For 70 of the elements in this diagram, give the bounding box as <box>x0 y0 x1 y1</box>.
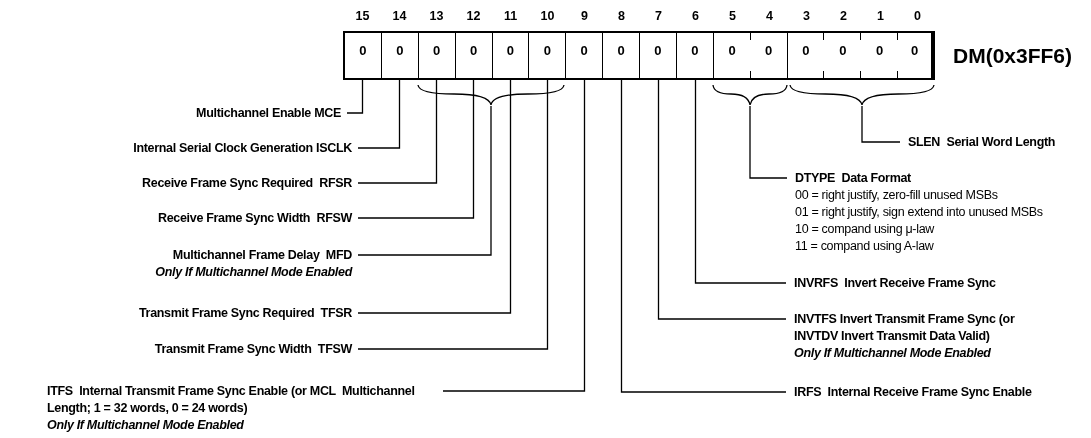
bit-cell: 0 <box>381 33 419 78</box>
leader-line <box>357 79 438 184</box>
leader-line <box>346 79 364 114</box>
bit-cell: 0 <box>566 33 604 78</box>
bit-number: 6 <box>691 8 700 24</box>
register-box <box>343 31 935 80</box>
bit-cell: 0 <box>750 33 788 78</box>
leader-line <box>357 79 401 149</box>
bit-cell: 0 <box>529 33 567 78</box>
curly-brace <box>712 84 788 106</box>
field-label: Transmit Frame Sync Width TFSW <box>153 341 352 358</box>
leader-line <box>357 79 475 219</box>
bit-number: 9 <box>580 8 589 24</box>
value-description: 00 = right justify, zero-fill unused MSBs <box>795 187 999 204</box>
field-label: DTYPE Data Format <box>795 170 912 187</box>
bit-cell: 0 <box>676 33 714 78</box>
field-label: Internal Serial Clock Generation ISCLK <box>132 140 352 157</box>
bit-number: 13 <box>428 8 445 24</box>
bit-number: 15 <box>354 8 371 24</box>
bit-cell: 0 <box>713 33 751 78</box>
curly-brace <box>789 84 935 106</box>
note-text: Only If Multichannel Mode Enabled <box>47 417 245 434</box>
bit-cell: 0 <box>603 33 640 78</box>
field-label: Receive Frame Sync Width RFSW <box>156 210 352 227</box>
field-label: SLEN Serial Word Length <box>908 134 1056 151</box>
bit-number: 5 <box>728 8 737 24</box>
curly-brace <box>417 84 565 106</box>
bit-cell: 0 <box>418 33 456 78</box>
bit-number: 2 <box>839 8 848 24</box>
bit-cell: 0 <box>787 33 825 78</box>
note-text: Only If Multichannel Mode Enabled <box>794 345 992 362</box>
field-label: Multichannel Frame Delay MFD <box>171 247 352 264</box>
bit-number: 4 <box>765 8 774 24</box>
value-description: 01 = right justify, sign extend into unused MSBs <box>795 204 1043 221</box>
bit-cell: 0 <box>861 33 899 78</box>
leader-line <box>694 79 787 284</box>
register-address: DM(0x3FF6) <box>953 44 1073 68</box>
bit-cell: 0 <box>455 33 493 78</box>
bit-number: 3 <box>802 8 811 24</box>
bit-cell: 0 <box>345 33 382 78</box>
leader-line <box>657 79 787 320</box>
leader-line <box>861 105 901 143</box>
field-label: IRFS Internal Receive Frame Sync Enable <box>794 384 1032 401</box>
field-label: Multichannel Enable MCE <box>195 105 341 122</box>
bit-number: 1 <box>876 8 885 24</box>
value-description: 11 = compand using A-law <box>795 238 935 255</box>
bit-cell: 0 <box>898 33 931 78</box>
leader-line <box>442 79 586 392</box>
field-label: Receive Frame Sync Required RFSR <box>141 175 352 192</box>
field-label: INVRFS Invert Receive Frame Sync <box>794 275 996 292</box>
bit-number: 0 <box>913 8 922 24</box>
bit-number: 11 <box>502 8 519 24</box>
bit-number: 7 <box>654 8 663 24</box>
bit-number: 10 <box>539 8 556 24</box>
bit-cell: 0 <box>492 33 530 78</box>
leader-line <box>749 105 788 179</box>
bit-number: 8 <box>617 8 626 24</box>
value-description: 10 = compand using μ-law <box>795 221 936 238</box>
field-label: ITFS Internal Transmit Frame Sync Enable (or MCL Multichannel Length; 1 = 32 words, 0 = 24 words) <box>47 383 416 417</box>
bit-cell: 0 <box>640 33 677 78</box>
leader-line <box>357 105 492 256</box>
leader-line <box>357 79 512 314</box>
bit-cell: 0 <box>824 33 862 78</box>
bit-number: 12 <box>465 8 482 24</box>
note-text: Only If Multichannel Mode Enabled <box>154 264 352 281</box>
leader-line <box>620 79 787 393</box>
field-label: Transmit Frame Sync Required TFSR <box>137 305 352 322</box>
bit-number: 14 <box>391 8 408 24</box>
leader-line <box>357 79 549 350</box>
field-label: INVTFS Invert Transmit Frame Sync (or INVTDV Invert Transmit Data Valid) <box>794 311 1016 345</box>
